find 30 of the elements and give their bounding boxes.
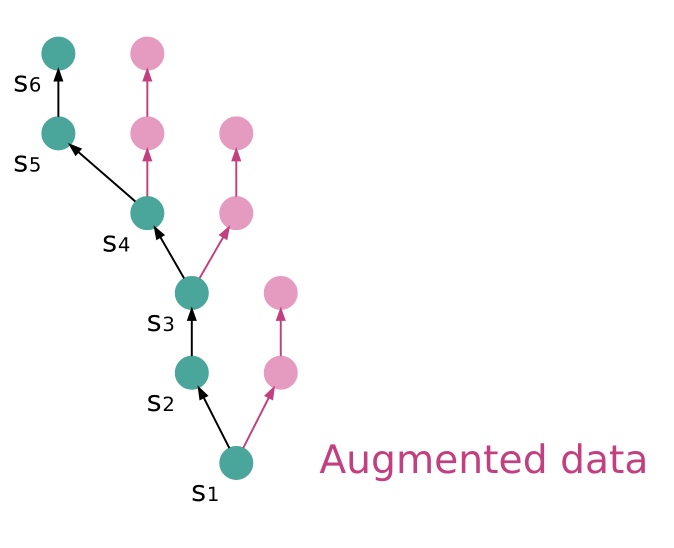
node-circle [41, 116, 76, 150]
node-label: s2 [146, 384, 175, 418]
arrow [142, 67, 152, 117]
node-circle [41, 36, 76, 71]
node-circle [219, 116, 254, 150]
node-label: s6 [13, 64, 42, 99]
node-label: s5 [13, 144, 42, 178]
arrow [142, 146, 152, 197]
node-label: s4 [102, 224, 130, 258]
node-label: s3 [146, 304, 175, 338]
node-circle [219, 446, 254, 480]
arrow [242, 385, 276, 448]
node-circle [174, 356, 209, 390]
arrow [68, 142, 136, 202]
arrow [186, 306, 197, 356]
node-circle [219, 196, 254, 230]
node-circle [130, 196, 164, 230]
node-circle [130, 36, 164, 71]
arrow [198, 225, 230, 279]
arrow [198, 385, 230, 448]
arrow [231, 146, 242, 197]
node-circle [174, 276, 209, 310]
node-circle [130, 116, 164, 150]
node-circle [264, 276, 298, 310]
arrow [276, 306, 286, 356]
label: Augmented data [319, 438, 648, 483]
arrow [53, 67, 64, 117]
node-circle [264, 356, 298, 390]
arrow [154, 225, 185, 279]
node-label: s1 [191, 474, 220, 508]
